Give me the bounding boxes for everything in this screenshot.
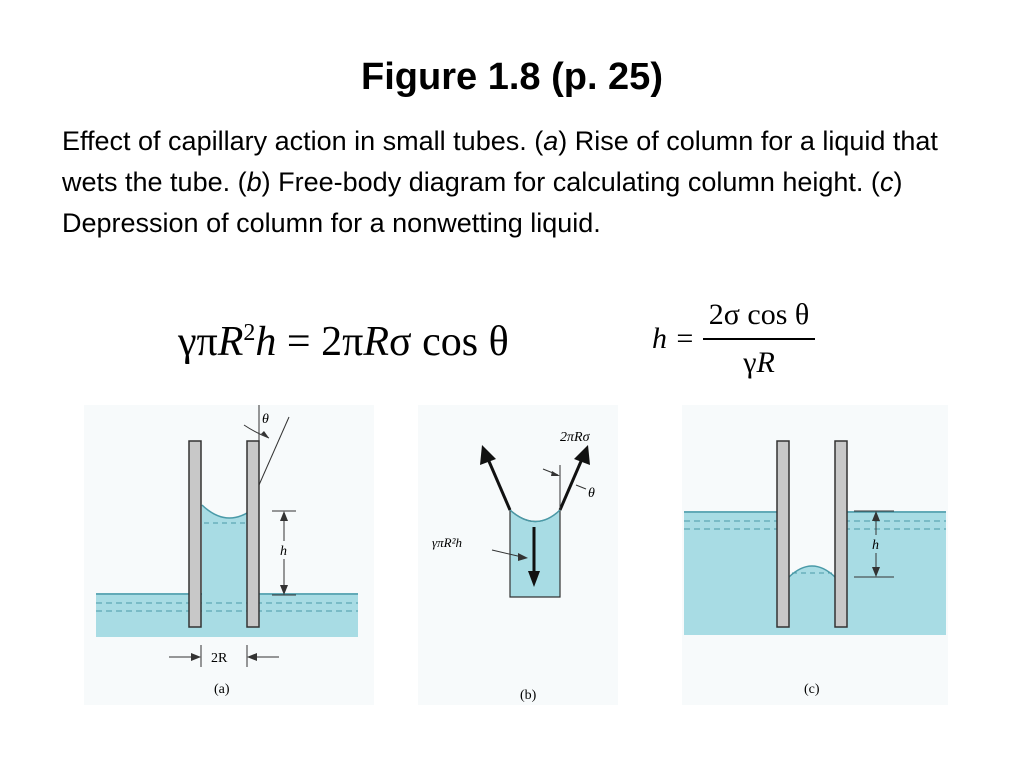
diagram-b-theta: θ: [588, 486, 595, 501]
caption-ref-a: a: [543, 126, 559, 156]
figure-title: Figure 1.8 (p. 25): [361, 56, 663, 98]
eq1-exponent: 2: [243, 320, 256, 346]
eq1-lhs-greek: γπ: [178, 319, 218, 365]
caption-ref-c: c: [879, 167, 894, 197]
eq2-den-radius: R: [756, 346, 775, 379]
diagram-b-tension: 2πRσ: [560, 430, 591, 445]
eq1-rhs-greek: 2π: [321, 319, 364, 365]
diagram-a-width: 2R: [211, 651, 228, 666]
diagram-a-capillary-rise: θ h 2R (a): [84, 405, 374, 705]
diagram-c-label: (c): [804, 682, 820, 697]
eq1-radius: R: [217, 319, 244, 365]
figure-caption: Effect of capillary action in small tube…: [62, 121, 962, 244]
eq1-rhs-radius: R: [363, 319, 389, 365]
diagram-a-height: h: [280, 544, 287, 559]
eq1-height: h: [255, 319, 277, 365]
caption-text-4: ) Depression of column for a nonwetting …: [62, 167, 903, 238]
eq1-equals: =: [276, 319, 322, 365]
eq2-denominator: γR: [703, 340, 816, 380]
caption-text-1: Effect of capillary action in small tube…: [62, 126, 544, 156]
eq2-lhs: h =: [652, 322, 695, 355]
diagram-c-capillary-depression: h (c): [682, 405, 948, 705]
diagram-a-label: (a): [214, 682, 230, 697]
diagram-c-height: h: [872, 538, 879, 553]
diagram-b-weight: γπR²h: [432, 535, 462, 550]
caption-text-2: ) Rise of column for a liquid that wets …: [62, 126, 938, 197]
caption-ref-b: b: [246, 167, 262, 197]
caption-text-3: ) Free-body diagram for calculating colu…: [261, 167, 880, 197]
diagram-a-theta: θ: [262, 412, 269, 427]
eq2-numerator: 2σ cos θ: [702, 298, 816, 340]
diagram-b-label: (b): [520, 688, 537, 703]
eq1-rhs-tension: σ cos θ: [388, 319, 509, 365]
diagram-b-free-body: θ 2πRσ γπR²h (b): [418, 405, 618, 705]
eq2-den-gamma: γ: [743, 346, 757, 379]
equation-force-balance: γπR2h = 2πRσ cos θ: [178, 318, 509, 366]
